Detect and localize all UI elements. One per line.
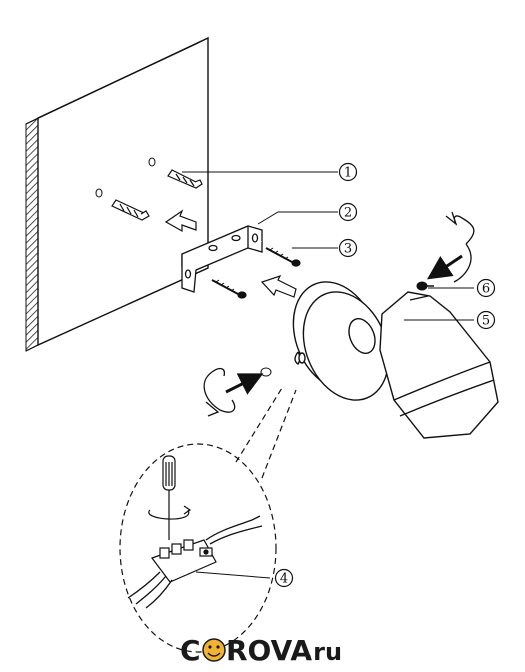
wall-plug — [111, 199, 150, 221]
wall-panel — [25, 36, 209, 352]
callout-6: 6 — [476, 278, 496, 298]
wall-plug — [167, 169, 203, 189]
rotate-arrow-icon — [203, 367, 236, 417]
leader-lines — [182, 171, 474, 579]
svg-text:6: 6 — [482, 282, 490, 297]
wall-screw — [211, 279, 247, 299]
mounting-bracket — [181, 225, 263, 293]
terminal-block — [151, 539, 217, 583]
insert-arrow — [260, 274, 297, 298]
watermark-rest: ROVA — [226, 634, 312, 667]
svg-text:4: 4 — [280, 572, 288, 587]
svg-text:3: 3 — [344, 242, 352, 257]
spotlight-base — [292, 281, 390, 401]
svg-text:1: 1 — [344, 166, 352, 181]
svg-text:5: 5 — [482, 314, 490, 329]
callout-3: 3 — [338, 238, 358, 258]
detail-callout — [119, 387, 297, 653]
svg-text:2: 2 — [344, 206, 352, 221]
arrow-to-shade — [427, 254, 463, 280]
spotlight-shade — [379, 291, 499, 439]
insert-arrow — [164, 209, 197, 233]
screwdriver-icon — [148, 455, 192, 540]
rotate-arrow-icon — [445, 211, 475, 283]
watermark-tld: .ru — [304, 638, 342, 666]
callout-4: 4 — [274, 568, 294, 588]
watermark-prefix: C — [180, 634, 201, 667]
callout-1: 1 — [338, 162, 358, 182]
wall-screw — [265, 247, 301, 267]
arrow-to-base — [225, 373, 264, 395]
callout-5: 5 — [476, 310, 496, 330]
smiley-face-icon — [202, 638, 226, 662]
callout-2: 2 — [338, 202, 358, 222]
power-wires — [127, 515, 263, 609]
shade-screw — [416, 281, 434, 291]
watermark-logo: C ROVA .ru — [180, 634, 342, 667]
wall-holes — [95, 157, 156, 198]
